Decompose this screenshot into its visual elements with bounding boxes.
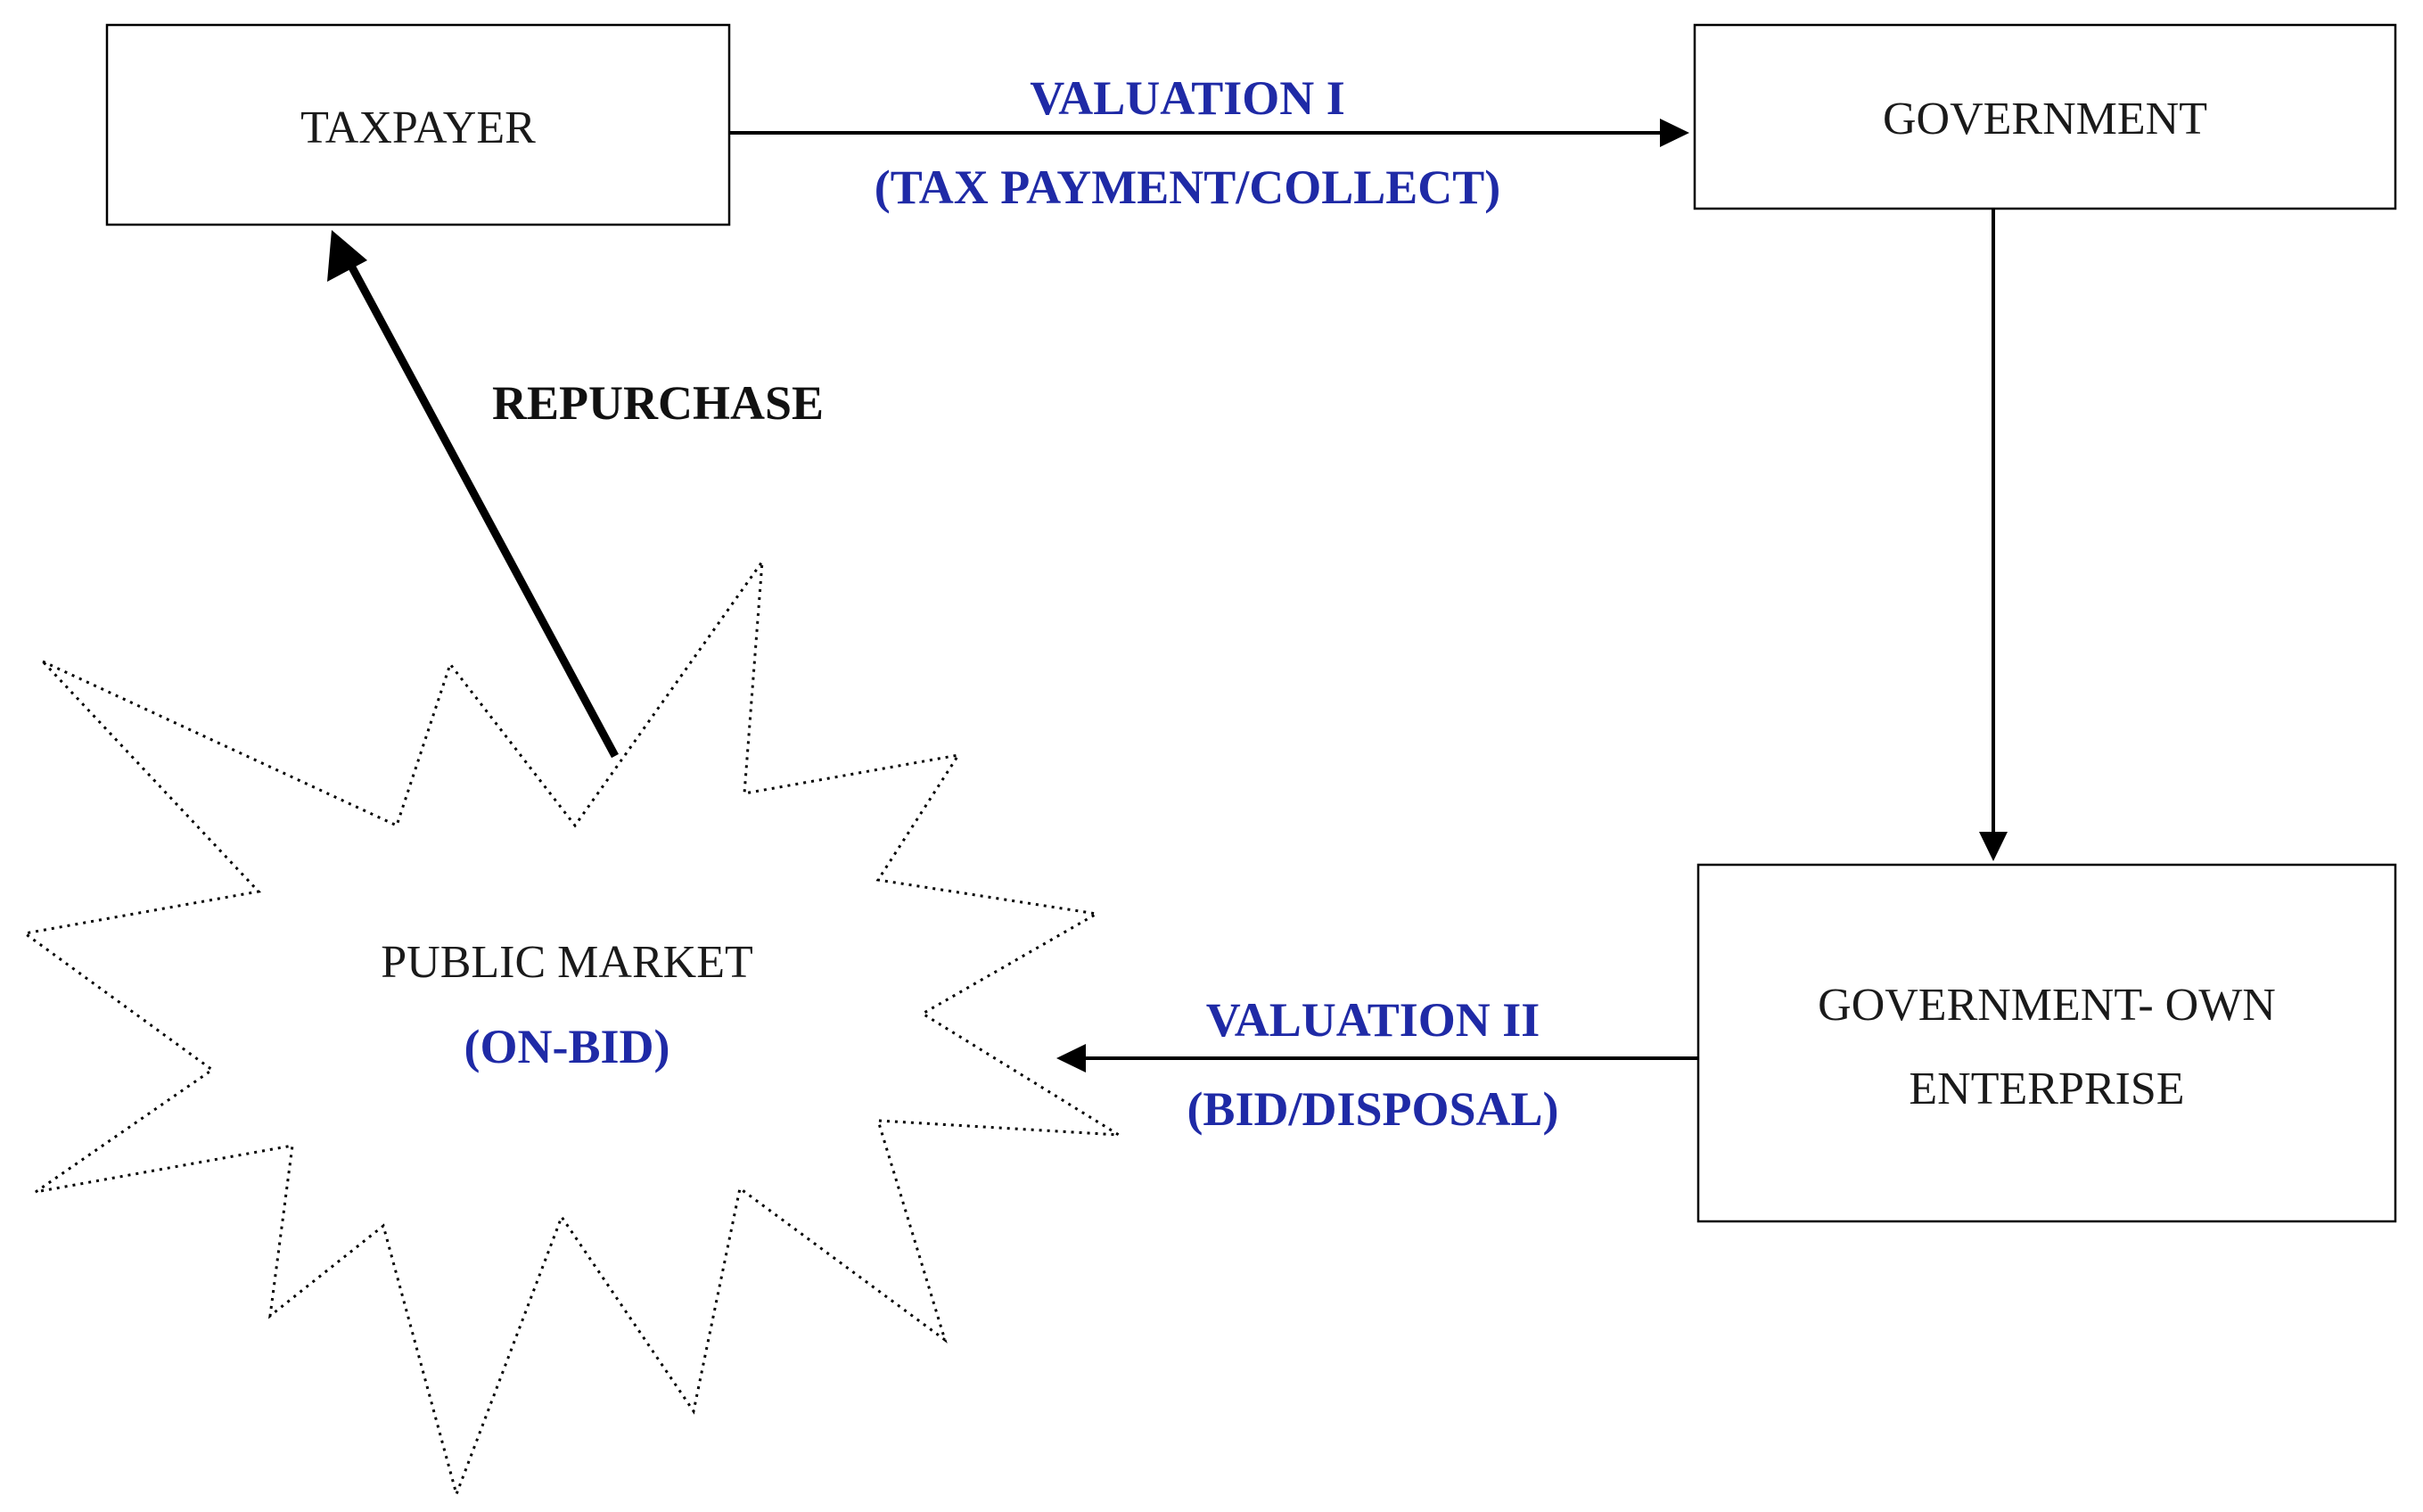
edge-repurchase: REPURCHASE — [327, 230, 824, 759]
repurchase-label: REPURCHASE — [492, 376, 824, 430]
enterprise-label-line1: GOVERNMENT- OWN — [1818, 980, 2276, 1031]
arrowhead-right — [1660, 119, 1689, 147]
taxpayer-node: TAXPAYER — [105, 23, 731, 226]
arrow-market-to-taxpayer — [349, 265, 619, 759]
taxpayer-label: TAXPAYER — [300, 103, 536, 153]
public-market-starburst — [21, 556, 1120, 1499]
enterprise-box — [1696, 863, 2397, 1223]
edge-government-to-enterprise — [1979, 209, 2008, 861]
public-market-label: PUBLIC MARKET — [381, 937, 752, 988]
government-label: GOVERNMENT — [1883, 94, 2207, 144]
valuation-1-subtitle: (TAX PAYMENT/COLLECT) — [875, 160, 1501, 214]
arrowhead-left — [1056, 1044, 1086, 1072]
government-node: GOVERNMENT — [1693, 23, 2397, 210]
taxpayer-box — [105, 23, 731, 226]
valuation-2-subtitle: (BID/DISPOSAL) — [1187, 1082, 1558, 1136]
arrowhead-up-left — [327, 230, 367, 282]
public-market-node: PUBLIC MARKET (ON-BID) — [21, 556, 1120, 1499]
valuation-1-title: VALUATION I — [1030, 71, 1345, 125]
government-box — [1693, 23, 2397, 210]
edge-valuation-2: VALUATION II (BID/DISPOSAL) — [1056, 993, 1698, 1136]
edge-valuation-1: VALUATION I (TAX PAYMENT/COLLECT) — [729, 71, 1689, 214]
arrowhead-down — [1979, 832, 2008, 861]
public-market-sublabel: (ON-BID) — [464, 1020, 670, 1073]
valuation-2-title: VALUATION II — [1206, 993, 1540, 1047]
enterprise-node: GOVERNMENT- OWN ENTERPRISE — [1696, 863, 2397, 1223]
enterprise-label-line2: ENTERPRISE — [1909, 1064, 2184, 1114]
